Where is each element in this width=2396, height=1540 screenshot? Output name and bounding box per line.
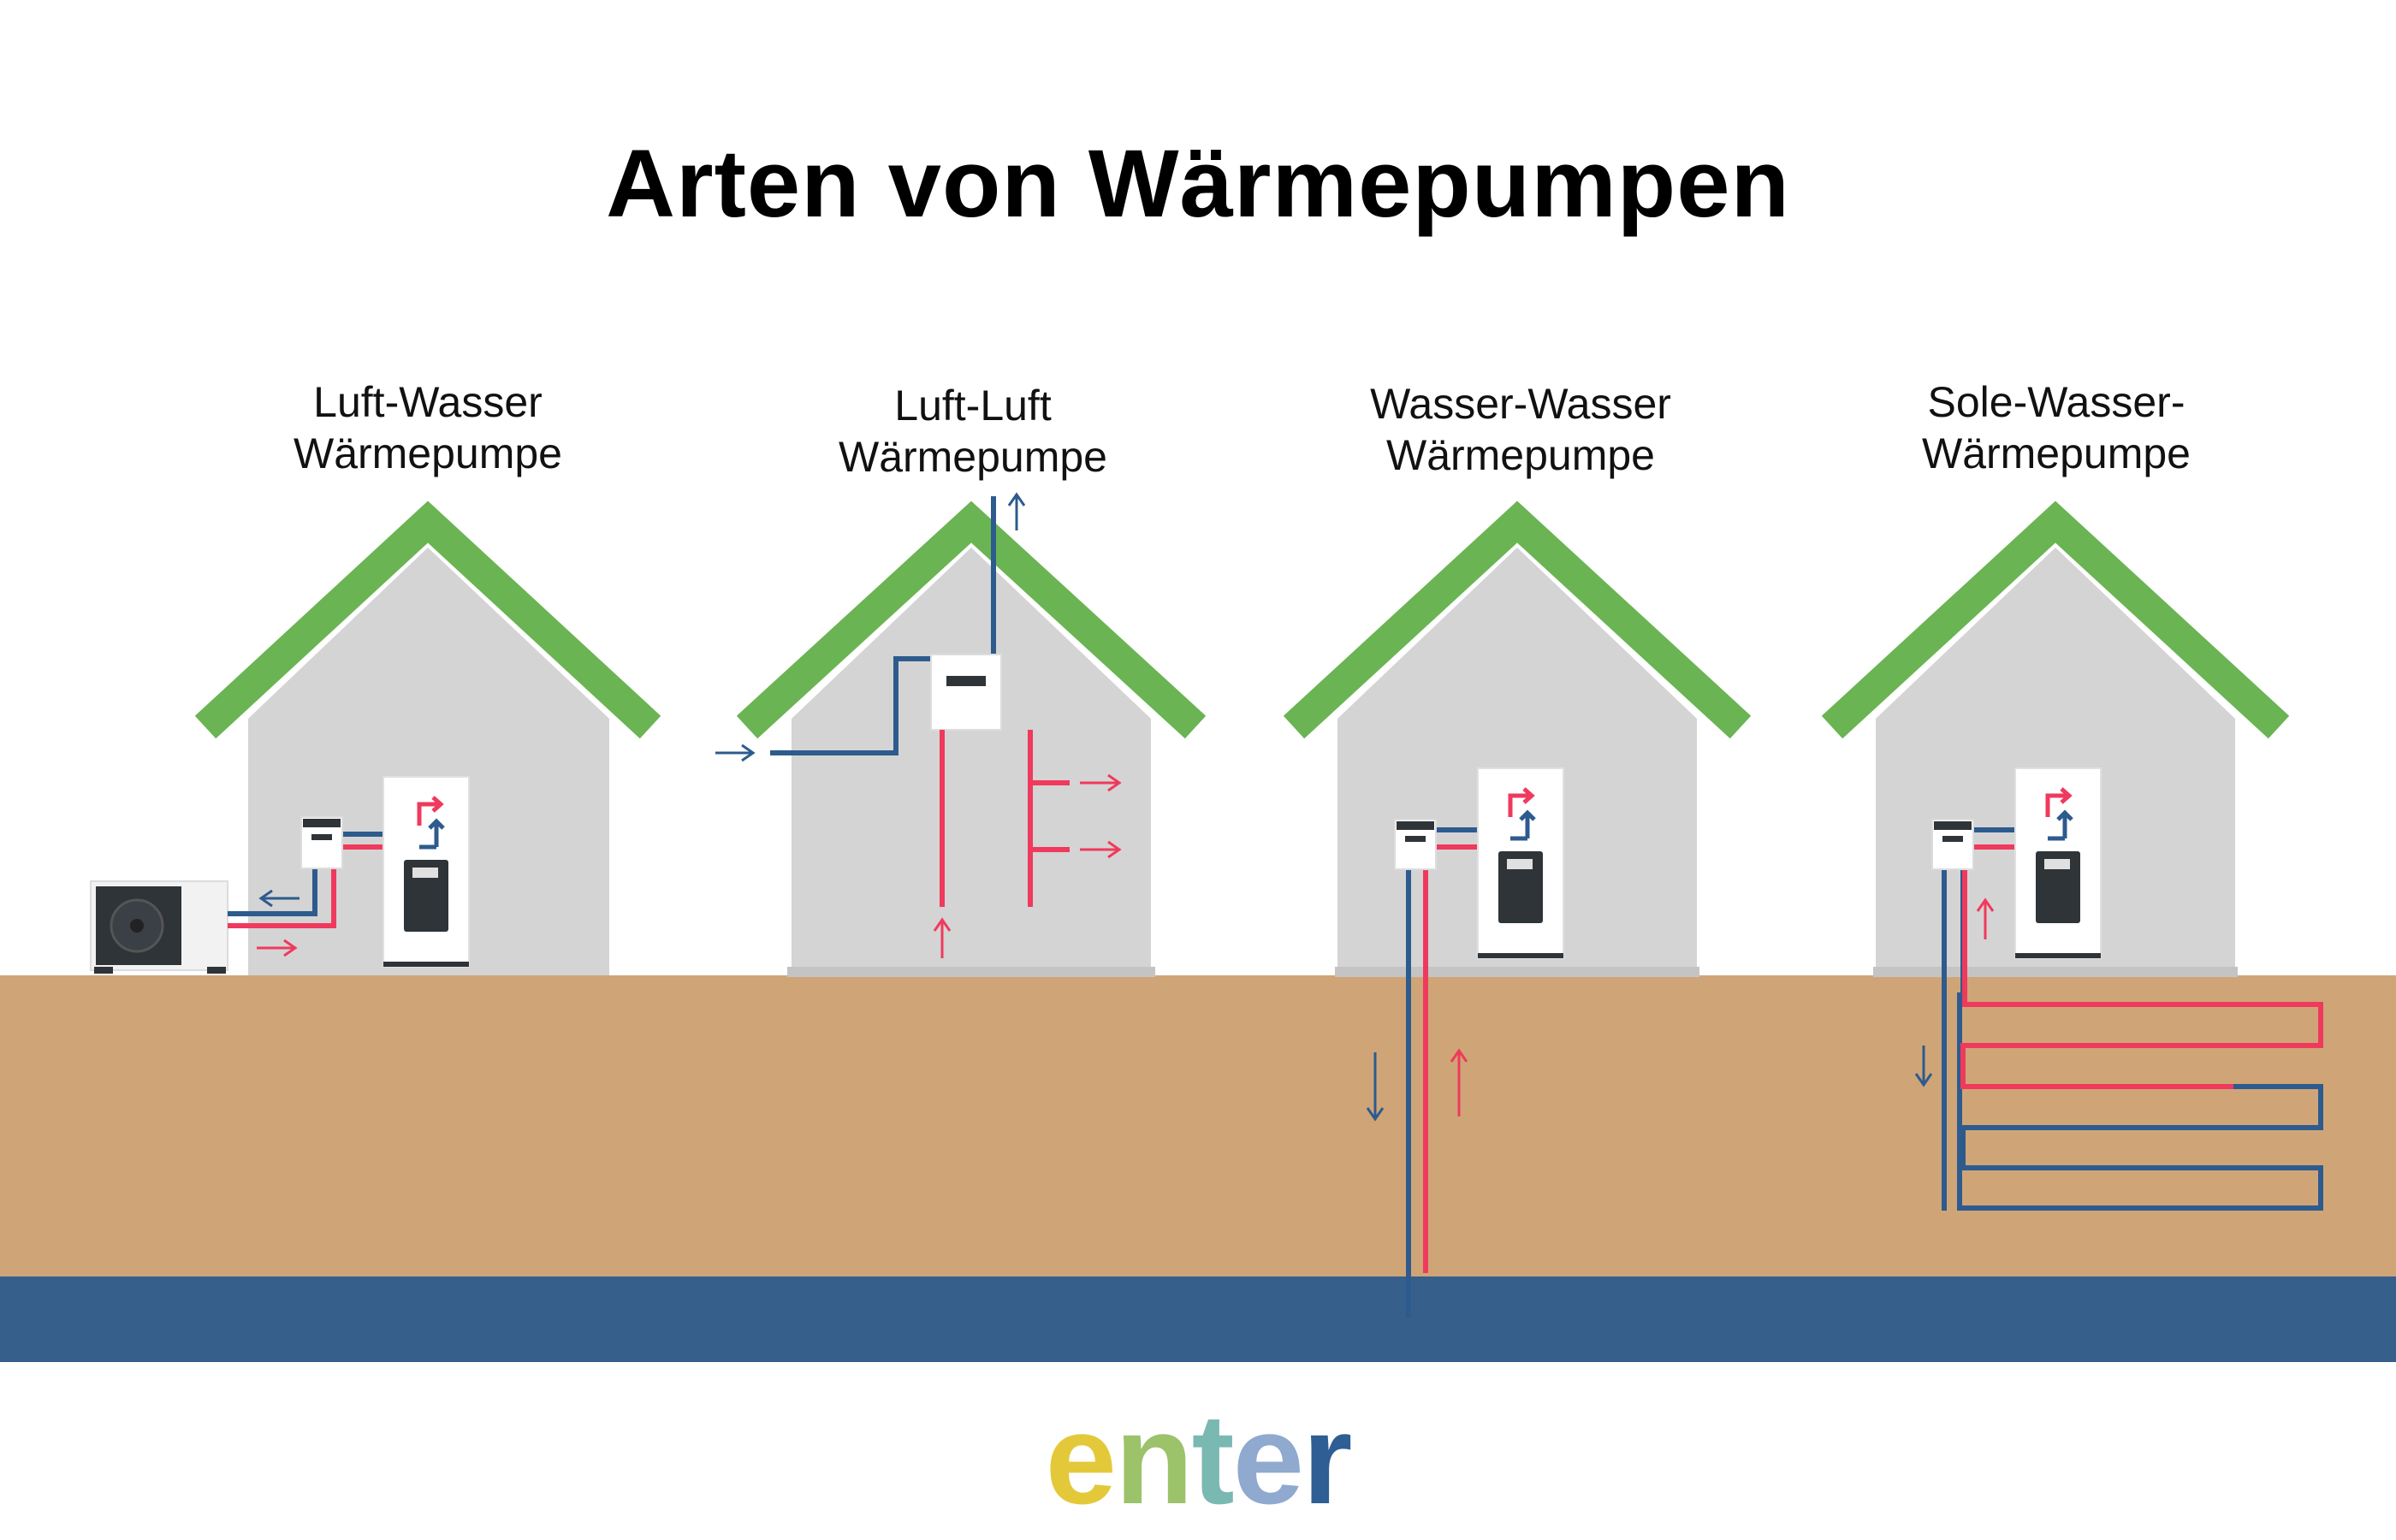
- label-sole-wasser: Sole-Wasser- Wärmepumpe: [1817, 376, 2296, 479]
- arrow-left-icon: [258, 889, 300, 908]
- arrow-down-icon: [1366, 1052, 1385, 1122]
- arrow-right-icon: [1080, 773, 1122, 792]
- groundwater-layer: [0, 1276, 2396, 1362]
- label-sole-wasser-line1: Sole-Wasser-: [1927, 378, 2185, 426]
- roof-icon: [736, 500, 1207, 739]
- arrow-right-icon: [1080, 840, 1122, 859]
- outdoor-unit-icon: [90, 880, 228, 974]
- arrow-right-icon: [257, 939, 298, 957]
- label-luft-luft-line2: Wärmepumpe: [839, 433, 1107, 481]
- label-wasser-wasser-line2: Wärmepumpe: [1386, 431, 1655, 479]
- arrow-up-icon: [933, 917, 952, 958]
- label-sole-wasser-line2: Wärmepumpe: [1922, 429, 2191, 477]
- house-body: [792, 548, 1151, 975]
- label-luft-wasser: Luft-Wasser Wärmepumpe: [188, 376, 667, 479]
- house-luft-wasser: [90, 500, 661, 975]
- arrow-up-icon: [1007, 492, 1026, 530]
- arrow-down-icon: [1914, 1045, 1933, 1087]
- label-wasser-wasser-line1: Wasser-Wasser: [1370, 380, 1671, 428]
- label-wasser-wasser: Wasser-Wasser Wärmepumpe: [1281, 378, 1760, 481]
- arrow-right-icon: [715, 743, 756, 762]
- logo-letter: n: [1115, 1387, 1194, 1531]
- house-luft-luft: [715, 492, 1207, 977]
- page-title: Arten von Wärmepumpen: [606, 130, 1790, 237]
- roof-icon: [1821, 500, 2290, 739]
- enter-logo: enter: [0, 1395, 2396, 1523]
- logo-letter: r: [1302, 1387, 1352, 1531]
- house-sole-wasser: [1821, 500, 2323, 1211]
- roof-icon: [194, 500, 661, 739]
- ventilation-unit-icon: [930, 654, 1002, 731]
- label-luft-wasser-line1: Luft-Wasser: [313, 378, 543, 426]
- logo-letter: e: [1232, 1387, 1304, 1531]
- label-luft-luft: Luft-Luft Wärmepumpe: [733, 380, 1213, 483]
- roof-icon: [1283, 500, 1752, 739]
- arrow-up-icon: [1976, 897, 1995, 939]
- logo-letter: e: [1045, 1387, 1117, 1531]
- indoor-unit-icon: [383, 776, 470, 968]
- logo-letter: t: [1191, 1387, 1235, 1531]
- indoor-unit-icon: [1477, 767, 1564, 959]
- house-wasser-wasser: [1283, 500, 1752, 1318]
- label-luft-wasser-line2: Wärmepumpe: [294, 429, 562, 477]
- indoor-unit-icon: [2014, 767, 2102, 959]
- label-luft-luft-line1: Luft-Luft: [894, 382, 1052, 429]
- arrow-up-icon: [1450, 1048, 1468, 1116]
